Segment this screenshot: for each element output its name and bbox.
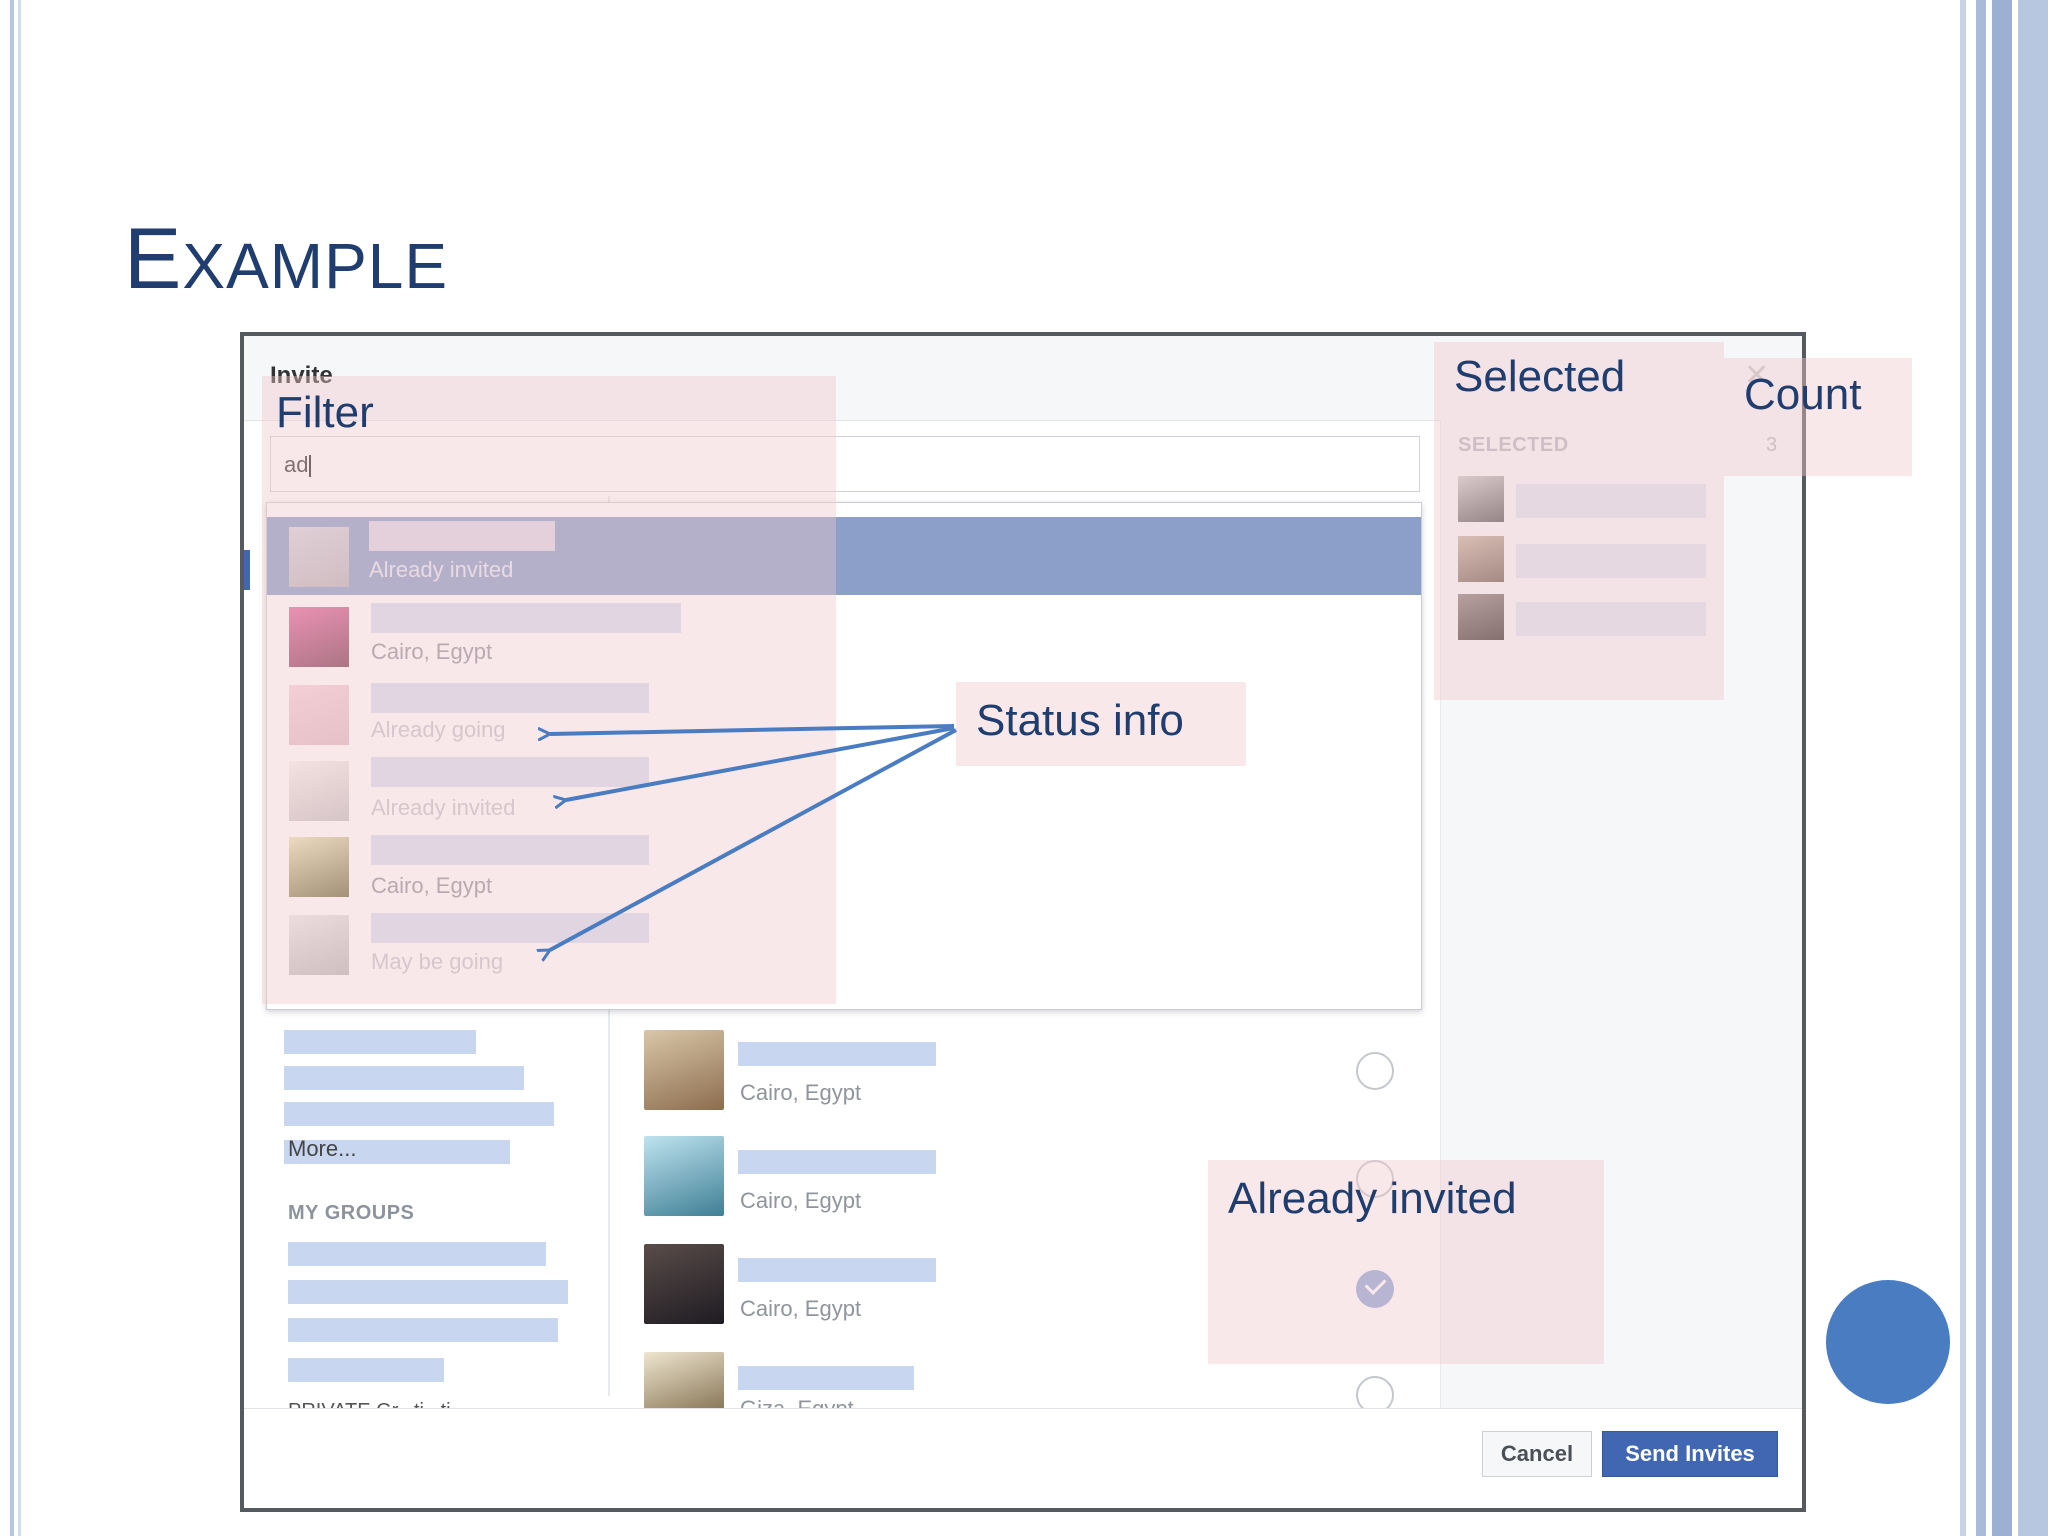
person-name-bar[interactable] (738, 1366, 914, 1390)
dropdown-name-bar (371, 835, 649, 865)
dropdown-name-bar (369, 521, 555, 551)
select-radio[interactable] (1356, 1160, 1394, 1198)
dropdown-status: Already invited (371, 795, 516, 820)
close-icon[interactable]: ✕ (1744, 359, 1770, 392)
person-avatar (644, 1244, 724, 1324)
selected-count: 3 (1766, 434, 1778, 456)
dropdown-item[interactable] (289, 761, 349, 821)
dialog-title: Invite (270, 362, 333, 389)
dropdown-avatar (289, 527, 349, 587)
nav-link-bar[interactable] (284, 1030, 476, 1054)
cancel-button[interactable]: Cancel (1482, 1431, 1592, 1477)
arrow-to-already-invited (566, 726, 955, 800)
group-link-bar[interactable] (288, 1242, 546, 1266)
text-caret (309, 455, 312, 478)
dropdown-avatar (289, 685, 349, 745)
arrow-to-already-going (550, 724, 955, 734)
search-input-value: ad (284, 452, 312, 478)
nav-link-bar[interactable] (284, 1140, 510, 1164)
status-info-annotation-box (956, 682, 1246, 766)
selected-name-bar (1516, 602, 1706, 636)
dropdown-item[interactable] (289, 527, 349, 587)
filter-annotation-label: Filter (276, 388, 374, 437)
dropdown-name-bar (371, 913, 649, 943)
decorative-circle (1826, 1280, 1950, 1404)
group-link-bar[interactable] (288, 1280, 568, 1304)
selected-name-bar (1516, 544, 1706, 578)
selected-avatar (1458, 476, 1504, 522)
person-location: Cairo, Egypt (740, 1188, 862, 1213)
dropdown-avatar (289, 607, 349, 667)
group-link-bar[interactable] (288, 1358, 444, 1382)
dropdown-name-bar (371, 603, 681, 633)
dropdown-item[interactable] (289, 685, 349, 745)
person-avatar (644, 1136, 724, 1216)
person-location: Cairo, Egypt (740, 1080, 862, 1105)
selected-avatar (1458, 536, 1504, 582)
dropdown-name-bar (371, 683, 649, 713)
select-radio[interactable] (1356, 1052, 1394, 1090)
dropdown-item[interactable] (289, 837, 349, 897)
person-name-bar[interactable] (738, 1258, 936, 1282)
dropdown-avatar (289, 837, 349, 897)
dropdown-status: May be going (371, 949, 504, 974)
person-location: Cairo, Egypt (740, 1296, 862, 1321)
dropdown-status: Already going (371, 717, 506, 742)
left-nav-active-marker (244, 550, 250, 590)
my-groups-heading: MY GROUPS (288, 1202, 415, 1224)
more-link[interactable]: More... (288, 1136, 357, 1161)
selected-item[interactable] (1458, 594, 1504, 640)
selected-avatar (1458, 594, 1504, 640)
nav-link-bar[interactable] (284, 1102, 554, 1126)
selected-heading: SELECTED (1458, 434, 1569, 456)
count-annotation-box (1724, 358, 1912, 476)
send-invites-button[interactable]: Send Invites (1602, 1431, 1778, 1477)
typeahead-dropdown: Already invited Cairo, Egypt Already goi… (266, 502, 1422, 1010)
dropdown-avatar (289, 915, 349, 975)
already-invited-annotation-label: Already invited (1228, 1174, 1517, 1223)
group-link-bar[interactable] (288, 1318, 558, 1342)
dropdown-item[interactable] (289, 915, 349, 975)
selected-panel (1440, 420, 1802, 1420)
arrow-to-may-be-going (550, 728, 957, 950)
dropdown-name-bar (371, 757, 649, 787)
select-radio[interactable] (1356, 1376, 1394, 1414)
selected-item[interactable] (1458, 476, 1504, 522)
dropdown-status: Cairo, Egypt (371, 873, 493, 898)
slide-left-border (0, 0, 24, 1536)
selected-annotation-box (1434, 342, 1724, 700)
person-name-bar[interactable] (738, 1150, 936, 1174)
dropdown-avatar (289, 761, 349, 821)
selected-annotation-label: Selected (1454, 352, 1626, 401)
filter-annotation-box (262, 376, 836, 1004)
selected-item[interactable] (1458, 536, 1504, 582)
dropdown-item[interactable] (289, 607, 349, 667)
person-row[interactable] (644, 1030, 724, 1110)
dropdown-status: Already invited (369, 557, 514, 582)
nav-link-bar[interactable] (284, 1066, 524, 1090)
person-name-bar[interactable] (738, 1042, 936, 1066)
person-avatar (644, 1030, 724, 1110)
search-input[interactable] (270, 436, 1420, 492)
person-row[interactable] (644, 1244, 724, 1324)
already-invited-annotation-box (1208, 1160, 1604, 1364)
status-info-annotation-label: Status info (976, 696, 1184, 745)
dialog-header (244, 336, 1802, 421)
slide-right-border (1956, 0, 2048, 1536)
dropdown-status: Cairo, Egypt (371, 639, 493, 664)
person-row[interactable] (644, 1136, 724, 1216)
invite-dialog: Invite ✕ ad More... MY GROUPS PRIVATE Gr… (240, 332, 1806, 1512)
count-annotation-label: Count (1744, 370, 1862, 419)
selected-name-bar (1516, 484, 1706, 518)
slide-title: EXAMPLE (124, 211, 449, 307)
invited-check-icon (1356, 1270, 1394, 1308)
